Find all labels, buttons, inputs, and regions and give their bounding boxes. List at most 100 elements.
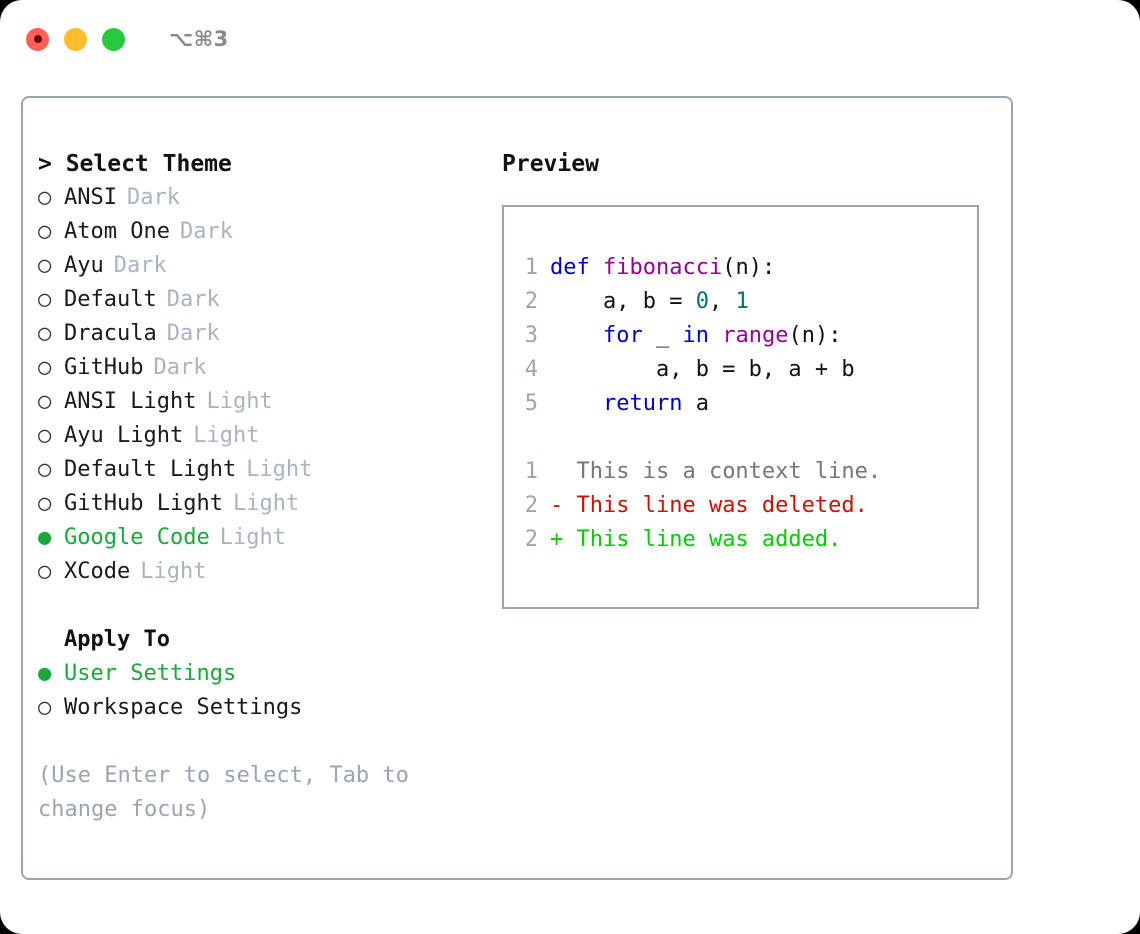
- code-token-pl: [550, 391, 603, 416]
- code-token-kw: return: [602, 391, 683, 416]
- radio-unselected-icon: ○: [38, 491, 52, 516]
- code-line-text: a, b = b, a + b: [550, 353, 855, 387]
- keyboard-hint-text: (Use Enter to select, Tab to change focu…: [38, 763, 423, 822]
- keyboard-shortcut-label: ⌥⌘3: [169, 27, 229, 51]
- code-line-number: 5: [524, 391, 538, 416]
- apply-to-list-item[interactable]: ○Workspace Settings: [38, 691, 488, 725]
- code-token-pl: _: [642, 323, 683, 348]
- theme-list-item[interactable]: ○ GitHub Light Light: [38, 487, 488, 521]
- minimize-window-button[interactable]: [64, 27, 87, 51]
- radio-unselected-icon: ○: [38, 389, 52, 414]
- diff-line-number: 1: [524, 459, 538, 484]
- code-line-number: 2: [524, 289, 538, 314]
- theme-variant-label: Dark: [179, 219, 233, 244]
- code-line-number: 3: [524, 323, 538, 348]
- code-token-kw: def: [550, 255, 603, 280]
- diff-sign: -: [550, 493, 564, 518]
- preview-heading: Preview: [502, 151, 599, 177]
- maximize-window-button[interactable]: [102, 27, 125, 51]
- code-token-pl: (n):: [788, 323, 842, 348]
- theme-list-item[interactable]: ○ Dracula Dark: [38, 317, 488, 351]
- diff-line-number: 2: [524, 493, 538, 518]
- title-bar: ⌥⌘3: [0, 0, 1140, 78]
- radio-unselected-icon: ○: [38, 559, 52, 584]
- diff-sign: +: [550, 527, 564, 552]
- radio-unselected-icon: ○: [38, 423, 52, 448]
- apply-to-list[interactable]: ●User Settings○Workspace Settings: [38, 657, 488, 725]
- diff-line-text: This line was deleted.: [563, 493, 868, 518]
- code-line-text: a, b = 0, 1: [550, 285, 749, 319]
- code-token-pl: a, b =: [550, 289, 696, 314]
- theme-variant-label: Light: [246, 457, 313, 482]
- close-icon: [33, 35, 42, 43]
- theme-name-label: GitHub Light: [64, 491, 223, 516]
- preview-column: Preview: [502, 147, 997, 181]
- code-line-text: return a: [550, 387, 709, 421]
- diff-line: 2- This line was deleted.: [516, 489, 969, 523]
- code-token-pl: ,: [708, 289, 736, 314]
- theme-name-label: Google Code: [64, 525, 210, 550]
- code-token-fn: range: [722, 323, 789, 348]
- radio-unselected-icon: ○: [38, 287, 52, 312]
- theme-name-label: Default Light: [64, 457, 237, 482]
- code-token-fn: fibonacci: [602, 255, 723, 280]
- theme-name-label: Ayu: [64, 253, 104, 278]
- code-line: 3 for _ in range(n):: [516, 319, 969, 353]
- diff-line-text: This line was added.: [563, 527, 842, 552]
- diff-sample: 1 This is a context line.2- This line wa…: [516, 455, 969, 557]
- code-line-text: def fibonacci(n):: [550, 251, 775, 285]
- traffic-light-group: [26, 27, 125, 51]
- code-token-kw: in: [682, 323, 709, 348]
- radio-unselected-icon: ○: [38, 355, 52, 380]
- theme-variant-label: Dark: [113, 253, 167, 278]
- code-token-pl: a, b = b, a + b: [550, 357, 855, 382]
- diff-line-text: This is a context line.: [563, 459, 882, 484]
- diff-line-number: 2: [524, 527, 538, 552]
- theme-name-label: ANSI Light: [64, 389, 197, 414]
- code-line: 2 a, b = 0, 1: [516, 285, 969, 319]
- theme-variant-label: Light: [232, 491, 300, 516]
- code-line: 4 a, b = b, a + b: [516, 353, 969, 387]
- list-spacer: [38, 589, 488, 623]
- theme-name-label: Dracula: [64, 321, 157, 346]
- theme-variant-label: Dark: [166, 321, 220, 346]
- theme-name-label: ANSI: [64, 185, 117, 210]
- radio-unselected-icon: ○: [38, 695, 52, 720]
- radio-selected-icon: ●: [38, 525, 52, 550]
- radio-unselected-icon: ○: [38, 321, 52, 346]
- theme-variant-label: Light: [193, 423, 260, 448]
- theme-name-label: XCode: [64, 559, 131, 584]
- radio-unselected-icon: ○: [38, 219, 52, 244]
- code-token-num: 1: [735, 289, 749, 314]
- theme-list-item[interactable]: ○ Default Dark: [38, 283, 488, 317]
- code-line: 5 return a: [516, 387, 969, 421]
- radio-selected-icon: ●: [38, 661, 52, 686]
- code-token-pl: (n):: [722, 255, 776, 280]
- theme-variant-label: Dark: [126, 185, 180, 210]
- diff-line: 1 This is a context line.: [516, 455, 969, 489]
- theme-name-label: Default: [64, 287, 157, 312]
- apply-to-list-item[interactable]: ●User Settings: [38, 657, 488, 691]
- theme-variant-label: Dark: [166, 287, 220, 312]
- close-window-button[interactable]: [26, 27, 49, 51]
- code-token-kw: for: [602, 323, 643, 348]
- theme-variant-label: Dark: [153, 355, 207, 380]
- diff-line: 2 + This line was added.: [516, 523, 969, 557]
